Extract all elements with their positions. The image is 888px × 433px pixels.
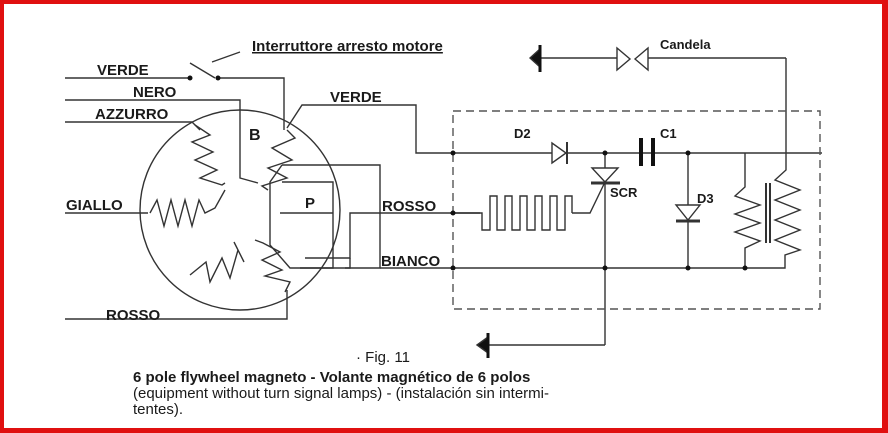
coil-lower-left xyxy=(189,241,245,285)
label-scr: SCR xyxy=(610,185,638,200)
wire-p-return xyxy=(305,212,380,259)
wire-verde-switch-out xyxy=(218,77,285,130)
coil-b xyxy=(260,129,297,191)
caption-line2: (equipment without turn signal lamps) - … xyxy=(133,385,550,402)
ecu-box xyxy=(452,110,821,310)
wire-rosso-right xyxy=(282,164,480,214)
pickup-box xyxy=(269,164,334,269)
wire-rosso-bottom xyxy=(65,290,288,320)
label-giallo: GIALLO xyxy=(66,197,123,214)
label-switch: Interruttore arresto motore xyxy=(252,38,443,55)
label-verde-right: VERDE xyxy=(330,89,382,106)
label-candela: Candela xyxy=(660,37,711,52)
coil-primary xyxy=(732,153,763,268)
label-d2: D2 xyxy=(514,126,531,141)
serpentine-resistor xyxy=(450,195,573,231)
label-azzurro: AZZURRO xyxy=(95,106,169,123)
wire-azzurro xyxy=(65,121,201,131)
coil-lower-right xyxy=(254,239,292,293)
coil-giallo xyxy=(149,189,226,229)
coil-secondary xyxy=(688,58,803,269)
coil-azzurro xyxy=(190,124,226,186)
label-verde-left: VERDE xyxy=(97,62,149,79)
kill-switch-blade xyxy=(189,62,216,79)
label-rosso-bottom: ROSSO xyxy=(106,307,161,324)
label-p: P xyxy=(305,195,315,212)
caption-line3: tentes). xyxy=(133,401,184,418)
label-d3: D3 xyxy=(697,191,714,206)
label-rosso-right: ROSSO xyxy=(382,198,437,215)
figure-number: · Fig. 11 xyxy=(356,349,410,366)
label-bianco: BIANCO xyxy=(381,253,440,270)
caption-title: 6 pole flywheel magneto - Volante magnét… xyxy=(133,369,531,386)
wire-nero xyxy=(65,99,259,184)
label-b: B xyxy=(249,127,261,144)
label-nero: NERO xyxy=(133,84,177,101)
label-c1: C1 xyxy=(660,126,677,141)
